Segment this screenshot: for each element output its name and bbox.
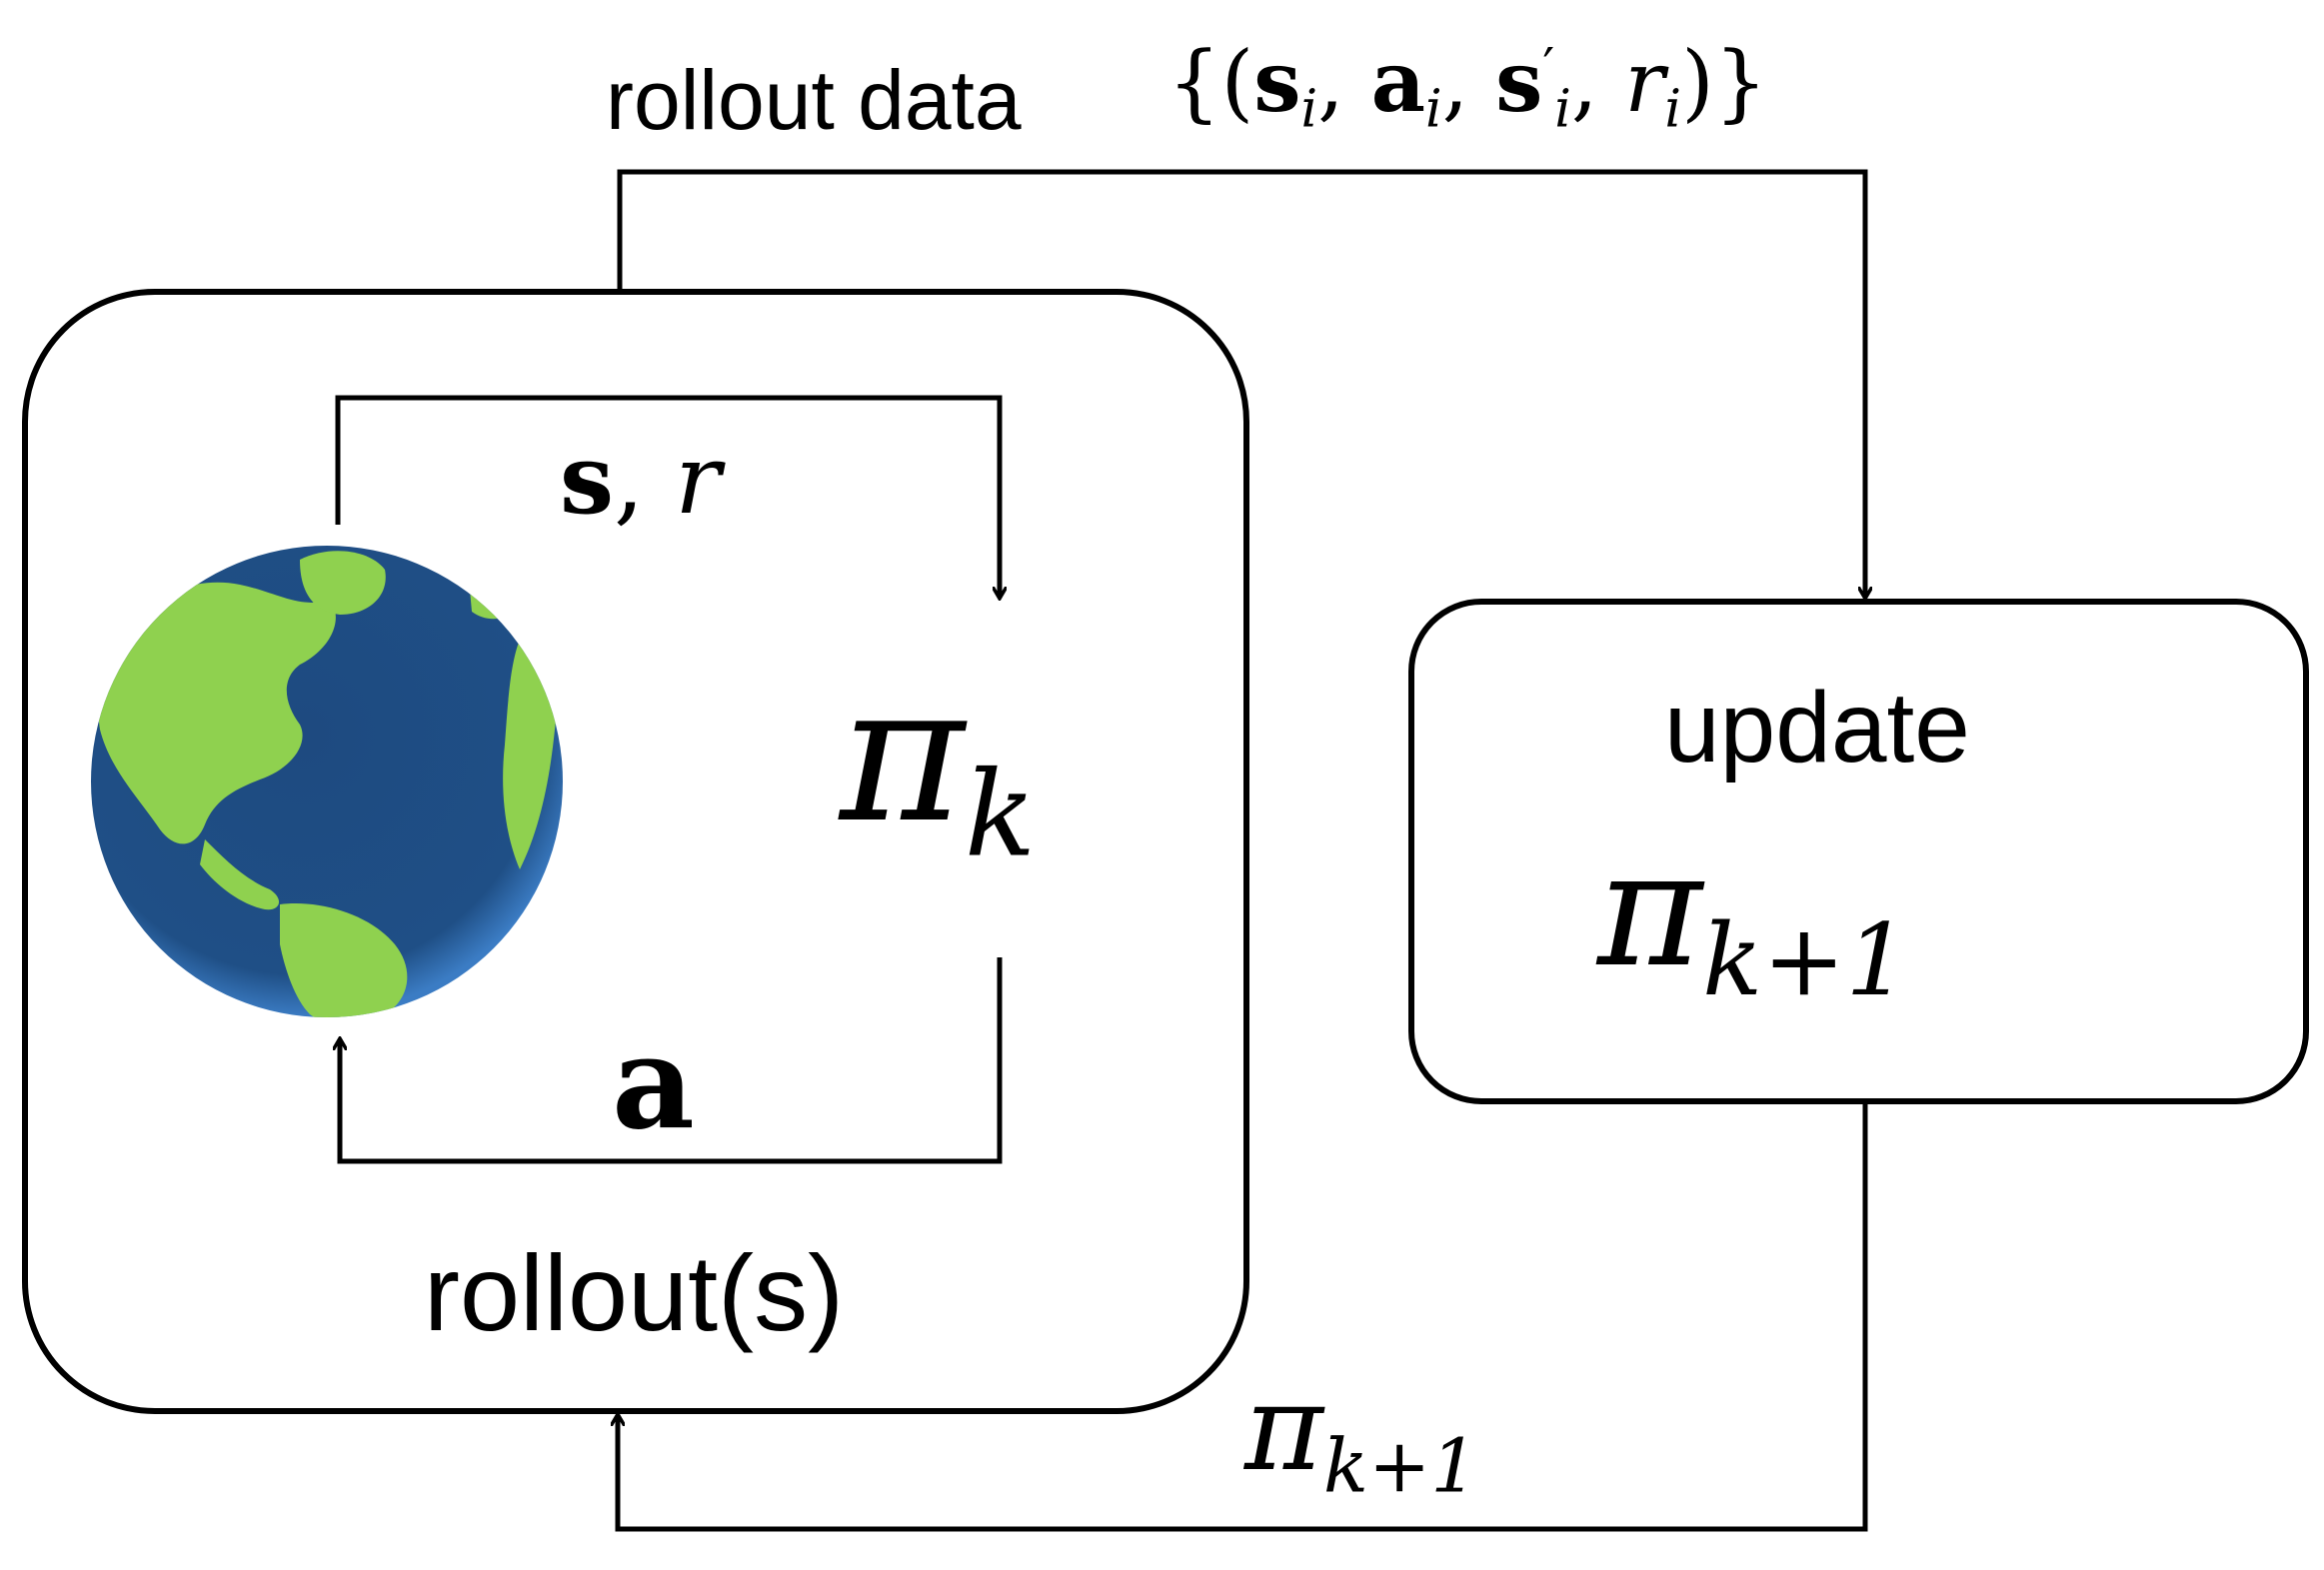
policy-feedback-label: πk+1: [1244, 1369, 1478, 1504]
rollout-data-arrow: [617, 169, 1865, 598]
state-reward-comma: ,: [614, 424, 676, 536]
tuple-sep2: ,: [1441, 33, 1496, 131]
update-box-label: update: [1664, 672, 1970, 784]
policy-feedback-arrow: [618, 1101, 1868, 1532]
tuple-sep1: ,: [1317, 33, 1371, 131]
rollout-box: [22, 289, 1249, 1414]
policy-next-sub: k+1: [1702, 902, 1909, 1018]
state-symbol: s: [560, 423, 615, 536]
action-arrow: [340, 957, 1003, 1164]
state-reward-label: s, r: [560, 432, 721, 529]
rollout-data-label: rollout data: [606, 53, 1022, 147]
tuple-open: {(: [1167, 33, 1254, 131]
pi-symbol-feedback: π: [1244, 1359, 1323, 1498]
pi-symbol-next: π: [1597, 815, 1703, 1002]
tuple-prime: ′: [1542, 37, 1555, 98]
rollout-box-label: rollout(s): [424, 1232, 845, 1353]
pi-symbol-current: π: [840, 644, 965, 864]
update-box: [1408, 599, 2309, 1104]
state-reward-arrow: [335, 395, 1000, 598]
tuple-s-sub: i: [1300, 79, 1318, 140]
tuple-a-sub: i: [1425, 79, 1442, 140]
tuple-r-sub: i: [1664, 79, 1682, 140]
tuple-close: )}: [1681, 33, 1768, 131]
tuple-sprime: s: [1495, 32, 1543, 131]
tuple-s: s: [1253, 32, 1301, 131]
tuple-a: a: [1370, 32, 1426, 131]
action-label: a: [612, 1008, 695, 1158]
tuple-r: r: [1624, 33, 1665, 131]
policy-feedback-sub: k+1: [1322, 1422, 1478, 1510]
policy-next-label: πk+1: [1597, 829, 1908, 1010]
reward-symbol: r: [675, 424, 721, 536]
tuple-sprime-sub: i: [1554, 79, 1571, 140]
rollout-tuple-label: {(si, ai, s′i, ri)}: [1167, 37, 1767, 136]
policy-current-sub: k: [964, 746, 1037, 883]
policy-current-label: πk: [840, 660, 1036, 873]
tuple-sep3: ,: [1570, 33, 1625, 131]
globe-icon: [91, 546, 563, 1017]
